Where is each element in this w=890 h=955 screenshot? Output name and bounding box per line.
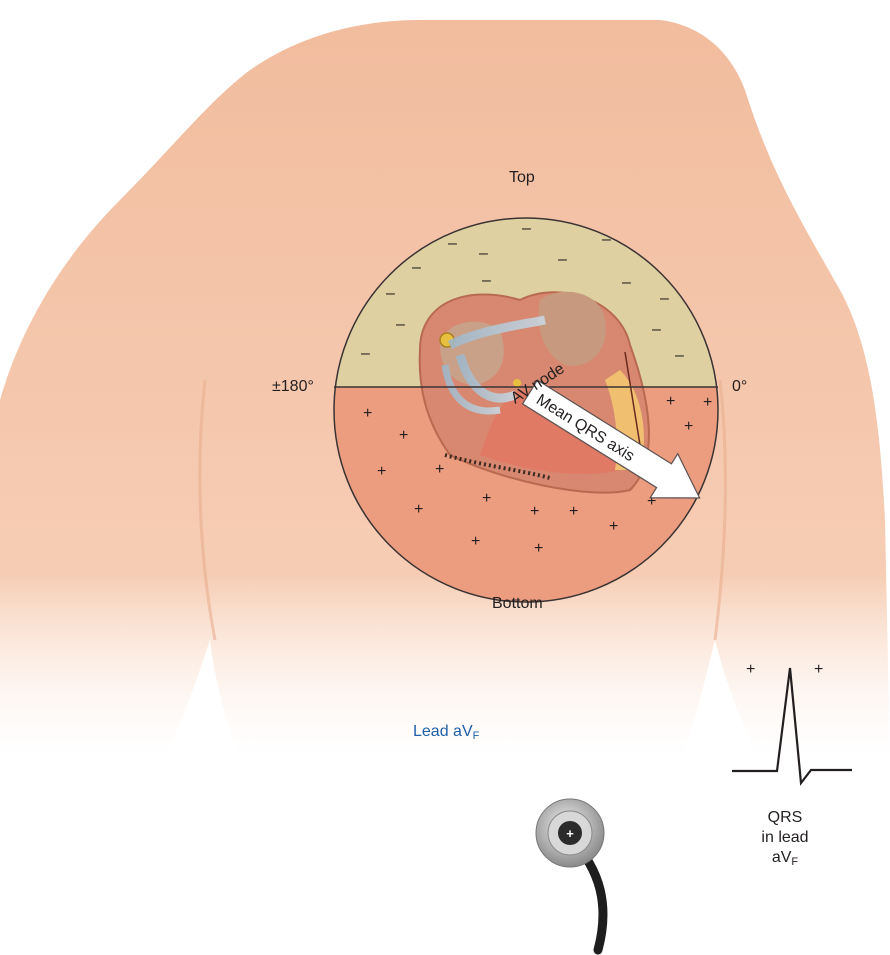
minus-sign: – <box>622 274 631 291</box>
plus-sign: + <box>482 490 491 507</box>
plus-sign: + <box>399 427 408 444</box>
minus-sign: – <box>482 272 491 289</box>
qrs-caption: QRS in lead aVF <box>740 808 830 872</box>
plus-sign: + <box>703 394 712 411</box>
plus-sign: + <box>534 540 543 557</box>
right-angle-label: 0° <box>732 378 747 396</box>
minus-sign: – <box>396 316 405 333</box>
plus-sign: + <box>377 463 386 480</box>
waveform-plus-right: + <box>814 661 823 678</box>
qrs-caption-subscript: F <box>791 856 798 868</box>
minus-sign: – <box>652 321 661 338</box>
lead-avf-label: Lead aVF <box>413 723 479 743</box>
minus-sign: – <box>602 231 611 248</box>
electrode-plus: + <box>566 826 574 841</box>
minus-sign: – <box>522 220 531 237</box>
left-angle-label: ±180° <box>272 378 314 396</box>
plus-sign: + <box>363 405 372 422</box>
minus-sign: – <box>448 235 457 252</box>
plus-sign: + <box>471 533 480 550</box>
plus-sign: + <box>666 393 675 410</box>
minus-sign: – <box>558 251 567 268</box>
minus-sign: – <box>675 347 684 364</box>
minus-sign: – <box>386 285 395 302</box>
minus-sign: – <box>660 290 669 307</box>
top-label: Top <box>509 169 535 187</box>
lead-avf-electrode: + <box>536 799 604 950</box>
waveform-plus-left: + <box>746 661 755 678</box>
minus-sign: – <box>361 345 370 362</box>
minus-sign: – <box>412 259 421 276</box>
plus-sign: + <box>569 503 578 520</box>
plus-sign: + <box>609 518 618 535</box>
qrs-caption-line3: aVF <box>740 848 830 872</box>
bottom-label: Bottom <box>492 595 543 613</box>
qrs-caption-line2: in lead <box>740 828 830 848</box>
qrs-caption-prefix: aV <box>772 849 792 866</box>
qrs-caption-line1: QRS <box>740 808 830 828</box>
lead-avf-prefix: Lead aV <box>413 723 473 740</box>
plus-sign: + <box>684 418 693 435</box>
plus-sign: + <box>414 501 423 518</box>
lead-avf-subscript: F <box>473 730 480 742</box>
plus-sign: + <box>530 503 539 520</box>
minus-sign: – <box>479 245 488 262</box>
plus-sign: + <box>435 461 444 478</box>
